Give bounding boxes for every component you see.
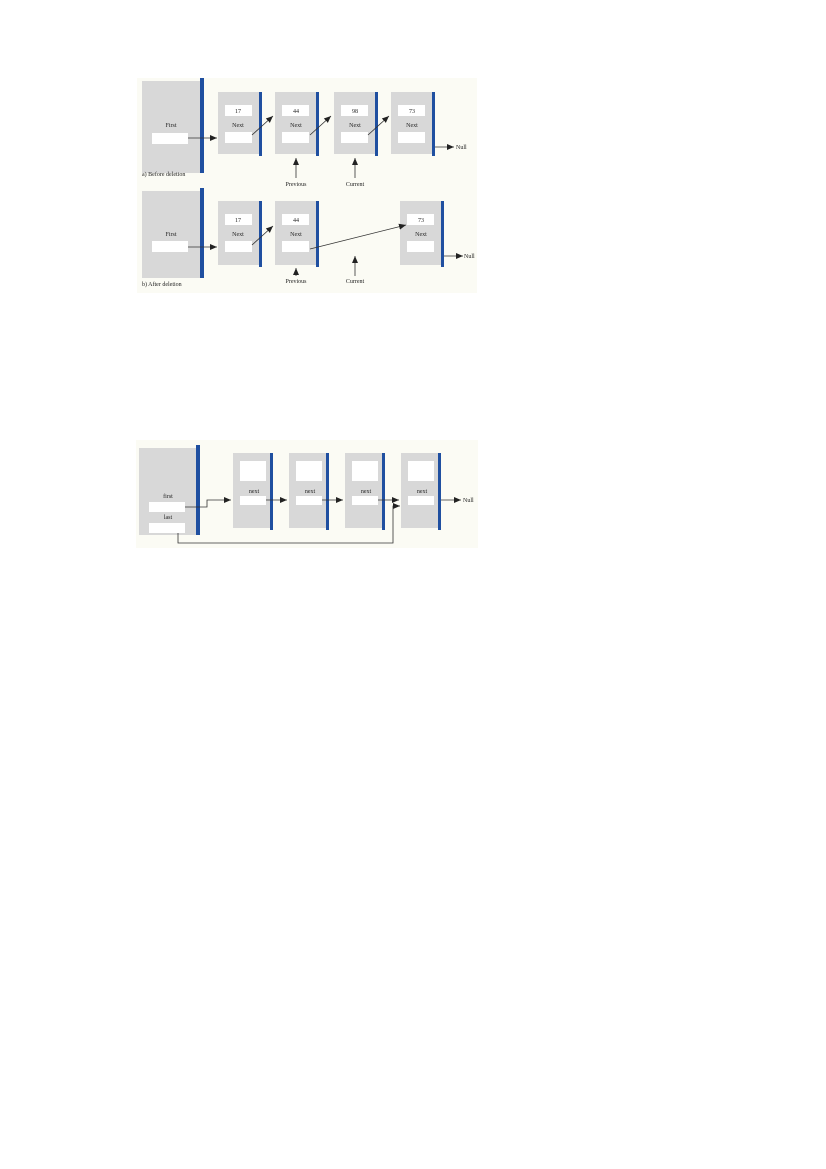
after-arrows (188, 223, 463, 276)
node-value: 17 (235, 218, 241, 224)
head-label: First (165, 123, 176, 129)
node-value: 98 (352, 109, 358, 115)
node-after-3: 73 Next (400, 201, 444, 267)
header-node: first last (139, 445, 200, 535)
next-label: Next (349, 123, 361, 129)
list-node-1: next (233, 453, 273, 530)
node-value: 44 (293, 109, 299, 115)
arrow-node2-to-node3 (309, 115, 332, 136)
head-pointer-slot (152, 133, 188, 144)
list-node-4: next (401, 453, 441, 530)
node-value: 17 (235, 109, 241, 115)
current-label: Current (346, 279, 365, 285)
next-label: next (417, 489, 428, 495)
last-label: last (164, 515, 173, 521)
arrow-node2-to-node3 (309, 223, 407, 250)
head-pointer-slot (152, 241, 188, 252)
next-label: Next (290, 232, 302, 238)
next-label: next (249, 489, 260, 495)
current-label: Current (346, 182, 365, 188)
after-deletion-diagram: First 17 Next 44 Next 73 Next (142, 188, 475, 288)
next-label: Next (232, 232, 244, 238)
node-after-1: 17 Next (218, 201, 262, 267)
before-deletion-diagram: First 17 Next 44 Next 98 Next (142, 78, 467, 188)
list-node-2: next (289, 453, 329, 530)
next-label: Next (232, 123, 244, 129)
head-node-before: First (142, 78, 204, 173)
next-label: Next (406, 123, 418, 129)
node-before-4: 73 Next (391, 92, 435, 156)
arrow-node1-to-node2 (251, 225, 274, 246)
previous-label: Previous (286, 279, 308, 285)
next-label: next (305, 489, 316, 495)
previous-label: Previous (286, 182, 308, 188)
null-label: Null (456, 145, 467, 151)
node-before-3: 98 Next (334, 92, 378, 156)
arrow-first-to-node1 (185, 497, 231, 508)
node-after-2: 44 Next (275, 201, 319, 267)
arrow-node3-to-node4 (367, 115, 390, 136)
before-arrows (188, 115, 454, 178)
list-arrows (177, 497, 461, 544)
last-pointer-slot (149, 523, 185, 533)
arrow-last-to-node4 (177, 503, 400, 544)
node-value: 73 (409, 109, 415, 115)
node-value: 44 (293, 218, 299, 224)
next-label: Next (290, 123, 302, 129)
node-value: 73 (418, 218, 424, 224)
null-label: Null (463, 498, 474, 504)
next-label: next (361, 489, 372, 495)
first-label: first (163, 493, 173, 500)
caption-before: a) Before deletion (142, 171, 185, 178)
null-label: Null (464, 254, 475, 260)
first-last-list-diagram: first last next next next (139, 445, 474, 544)
caption-after: b) After deletion (142, 281, 182, 288)
first-pointer-slot (149, 502, 185, 512)
arrow-node1-to-node2 (251, 115, 274, 136)
node-before-1: 17 Next (218, 92, 262, 156)
head-node-after: First (142, 188, 204, 278)
head-label: First (165, 232, 176, 238)
node-before-2: 44 Next (275, 92, 319, 156)
next-label: Next (415, 232, 427, 238)
list-node-3: next (345, 453, 385, 530)
